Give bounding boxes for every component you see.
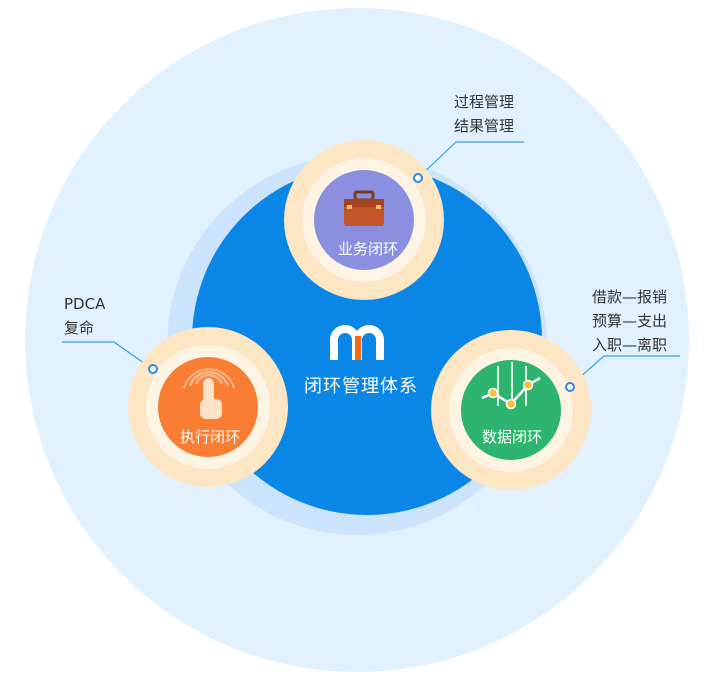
caption-line: 结果管理	[454, 117, 515, 135]
node-label-execution: 执行闭环	[179, 428, 240, 446]
caption-data: 借款—报销 预算—支出 入职—离职	[592, 285, 667, 357]
node-execution	[128, 327, 288, 487]
finger-touch-icon	[183, 368, 235, 419]
connector-business	[417, 141, 524, 179]
node-label-business: 业务闭环	[337, 240, 398, 258]
caption-line: 预算—支出	[592, 312, 668, 330]
line-chart-icon	[481, 362, 541, 410]
connector-dot-data	[565, 382, 575, 392]
caption-line: 借款—报销	[592, 288, 668, 306]
caption-line: 复命	[64, 319, 95, 337]
node-data	[431, 330, 591, 490]
connector-execution	[62, 341, 152, 369]
connector-dot-execution	[148, 364, 158, 374]
brand-m-logo	[330, 325, 384, 360]
caption-line: 过程管理	[454, 93, 515, 111]
node-business	[284, 140, 444, 300]
caption-execution: PDCA 复命	[64, 292, 105, 340]
caption-line: 入职—离职	[592, 336, 668, 354]
caption-business: 过程管理 结果管理	[454, 90, 514, 138]
node-label-data: 数据闭环	[481, 428, 542, 446]
center-title: 闭环管理体系	[304, 376, 418, 397]
briefcase-icon	[344, 190, 384, 226]
connector-dots	[148, 173, 575, 392]
connector-dot-business	[413, 173, 423, 183]
caption-line: PDCA	[64, 295, 106, 313]
